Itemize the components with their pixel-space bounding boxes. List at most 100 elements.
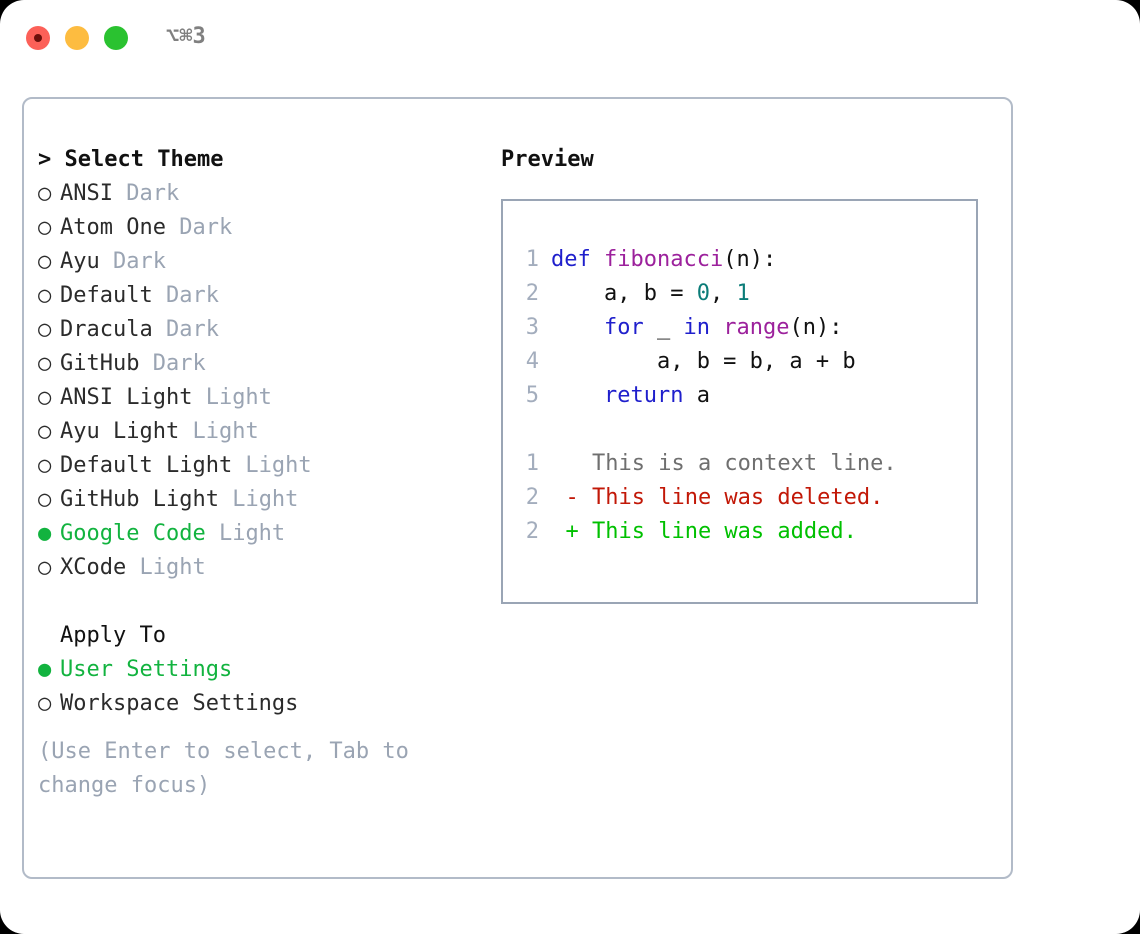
radio-unselected-icon: ○ — [38, 385, 52, 410]
title-bar: ⌥⌘3 — [0, 0, 1140, 78]
theme-item-label: ANSI Light — [60, 385, 193, 410]
radio-unselected-icon: ○ — [38, 351, 52, 376]
line-number: 2 — [525, 485, 539, 510]
theme-list-header: > Select Theme — [38, 143, 488, 177]
code-token-plain: (n): — [723, 247, 777, 272]
theme-item-label: Default — [60, 283, 153, 308]
code-token-plain: _ — [643, 315, 684, 340]
theme-item-category: Light — [218, 487, 299, 512]
theme-selector-panel: > Select Theme ○ANSI Dark○Atom One Dark○… — [22, 97, 1013, 879]
diff-line-text: This is a context line. — [539, 451, 897, 476]
theme-list-item[interactable]: ● Google Code Light — [38, 517, 488, 551]
code-token-plain — [551, 315, 604, 340]
close-button-icon[interactable] — [26, 26, 50, 50]
maximize-button-icon[interactable] — [104, 26, 128, 50]
line-number: 4 — [525, 349, 539, 374]
theme-list-item[interactable]: ○Ayu Dark — [38, 245, 488, 279]
diff-line: 2 + This line was added. — [515, 515, 897, 549]
minimize-button-icon[interactable] — [65, 26, 89, 50]
theme-item-category: Light — [205, 521, 286, 546]
theme-item-label: GitHub — [60, 351, 140, 376]
apply-to-option[interactable]: ○ Workspace Settings — [38, 687, 488, 721]
theme-list-item[interactable]: ○ Ayu Light Light — [38, 415, 488, 449]
theme-item-category: Light — [192, 385, 272, 410]
panel-columns: > Select Theme ○ANSI Dark○Atom One Dark○… — [24, 99, 1011, 877]
line-number: 3 — [525, 315, 539, 340]
line-number: 2 — [525, 281, 539, 306]
theme-item-category: Light — [179, 419, 259, 444]
apply-to-option[interactable]: ● User Settings — [38, 653, 488, 687]
theme-list-header-label: Select Theme — [64, 147, 224, 172]
theme-list: ○ANSI Dark○Atom One Dark○Ayu Dark○Defaul… — [38, 177, 488, 585]
diff-line-text: - This line was deleted. — [539, 485, 884, 510]
code-token-keyword: for — [603, 315, 644, 340]
theme-item-category: Dark — [165, 215, 233, 240]
code-token-function: fibonacci — [604, 247, 724, 272]
theme-item-category: Light — [232, 453, 312, 478]
code-line: 5 return a — [515, 379, 856, 413]
radio-unselected-icon: ○ — [38, 215, 52, 240]
apply-to-list: ● User Settings ○ Workspace Settings — [38, 653, 488, 721]
theme-item-category: Dark — [112, 181, 180, 206]
code-token-keyword: def — [551, 247, 591, 272]
theme-list-item[interactable]: ○ GitHub Dark — [38, 347, 488, 381]
radio-unselected-icon: ○ — [38, 487, 52, 512]
preview-title: Preview — [501, 147, 594, 172]
theme-item-category: Light — [126, 555, 206, 580]
code-token-function: range — [723, 315, 790, 340]
theme-list-item[interactable]: ○Dracula Dark — [38, 313, 488, 347]
code-line: 4 a, b = b, a + b — [515, 345, 856, 379]
radio-unselected-icon: ○ — [38, 283, 52, 308]
diff-line: 1 This is a context line. — [515, 447, 897, 481]
theme-item-label: Google Code — [60, 521, 206, 546]
radio-unselected-icon: ○ — [38, 691, 52, 716]
theme-list-item[interactable]: ○ Default Dark — [38, 279, 488, 313]
diff-sample: 1 This is a context line.2 - This line w… — [515, 447, 897, 549]
code-token-keyword: in — [683, 315, 710, 340]
radio-unselected-icon: ○ — [38, 317, 52, 342]
apply-to-title: Apply To — [60, 623, 166, 648]
theme-list-item[interactable]: ○Default Light Light — [38, 449, 488, 483]
theme-item-label: XCode — [60, 555, 127, 580]
theme-item-label: Dracula — [60, 317, 153, 342]
code-token-plain: a, b = b, a + b — [551, 349, 856, 374]
apply-to-option-label: Workspace Settings — [60, 691, 299, 716]
code-token-plain — [551, 383, 604, 408]
diff-line-text: + This line was added. — [539, 519, 857, 544]
line-number: 1 — [525, 451, 539, 476]
theme-item-label: GitHub Light — [60, 487, 219, 512]
line-number: 5 — [525, 383, 539, 408]
radio-selected-icon: ● — [38, 521, 52, 546]
code-line: 3 for _ in range(n): — [515, 311, 856, 345]
theme-list-item[interactable]: ○ANSI Dark — [38, 177, 488, 211]
theme-list-item[interactable]: ○ Atom One Dark — [38, 211, 488, 245]
radio-unselected-icon: ○ — [38, 419, 52, 444]
radio-unselected-icon: ○ — [38, 181, 52, 206]
code-token-plain — [591, 247, 604, 272]
code-token-number: 1 — [736, 281, 750, 306]
code-token-keyword: return — [603, 383, 684, 408]
radio-unselected-icon: ○ — [38, 555, 52, 580]
theme-item-label: Atom One — [60, 215, 166, 240]
theme-item-category: Dark — [139, 351, 206, 376]
apply-to-option-label: User Settings — [60, 657, 233, 682]
line-number: 1 — [525, 247, 539, 272]
radio-selected-icon: ● — [38, 657, 52, 682]
code-token-plain: a — [683, 383, 710, 408]
traffic-light-buttons — [26, 26, 128, 50]
theme-item-label: Ayu Light — [60, 419, 180, 444]
theme-list-item[interactable]: ○ ANSI Light Light — [38, 381, 488, 415]
radio-unselected-icon: ○ — [38, 453, 52, 478]
theme-item-category: Dark — [99, 249, 166, 274]
list-spacer — [38, 585, 488, 619]
window-title-shortcut: ⌥⌘3 — [166, 24, 206, 49]
theme-list-item[interactable]: ○ GitHub Light Light — [38, 483, 488, 517]
theme-list-item[interactable]: ○ XCode Light — [38, 551, 488, 585]
theme-item-category: Dark — [152, 283, 219, 308]
diff-line: 2 - This line was deleted. — [515, 481, 897, 515]
prompt-caret-icon: > — [38, 147, 52, 172]
theme-list-column: > Select Theme ○ANSI Dark○Atom One Dark○… — [38, 143, 488, 803]
